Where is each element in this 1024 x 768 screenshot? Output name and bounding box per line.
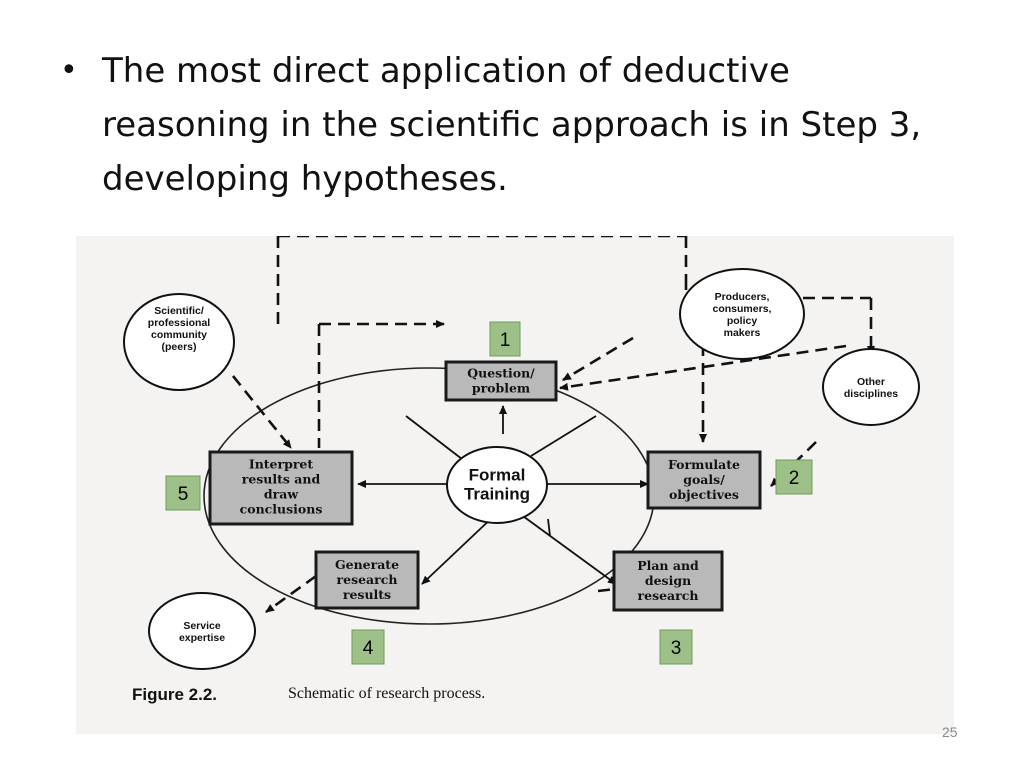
svg-text:Question/problem: Question/problem	[467, 366, 535, 396]
svg-text:5: 5	[178, 484, 189, 505]
step-badge-2: 2	[775, 459, 813, 495]
step-badge-3: 3	[659, 629, 693, 665]
box-question-problem: Question/problem	[444, 360, 558, 402]
bullet-dot: •	[60, 53, 78, 88]
figure-caption-label: Figure 2.2.	[132, 685, 217, 704]
step-badge-1: 1	[489, 321, 521, 357]
svg-text:3: 3	[671, 638, 682, 659]
bullet-text: The most direct application of deductive…	[102, 51, 922, 199]
step-badge-5: 5	[165, 475, 201, 511]
svg-text:2: 2	[789, 468, 800, 489]
svg-text:1: 1	[500, 330, 511, 351]
figure-caption-text: Schematic of research process.	[288, 685, 485, 702]
page-number: 25	[942, 724, 958, 740]
center-arrows	[357, 405, 649, 585]
svg-text:4: 4	[363, 638, 374, 659]
step-badge-4: 4	[351, 629, 385, 665]
